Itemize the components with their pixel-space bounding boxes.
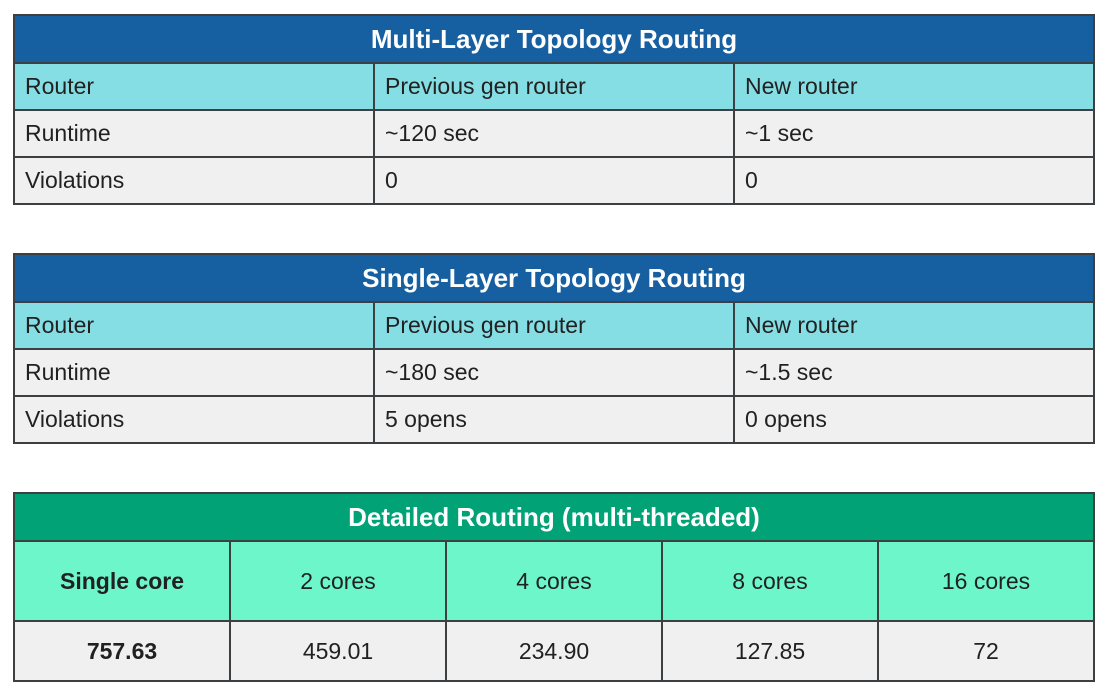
column-header-previous-gen: Previous gen router (373, 62, 735, 111)
table-title: Single-Layer Topology Routing (13, 253, 1095, 303)
column-header-8-cores: 8 cores (661, 540, 879, 622)
cell-single-core: 757.63 (13, 620, 231, 682)
column-header-4-cores: 4 cores (445, 540, 663, 622)
single-layer-topology-table: Single-Layer Topology Routing Router Pre… (13, 253, 1095, 444)
detailed-routing-table: Detailed Routing (multi-threaded) Single… (13, 492, 1095, 682)
cell-violations-new: 0 opens (733, 395, 1095, 444)
table-row-runtime: Runtime ~180 sec ~1.5 sec (13, 348, 1095, 397)
cell-16-cores: 72 (877, 620, 1095, 682)
column-header-16-cores: 16 cores (877, 540, 1095, 622)
column-header-new-router: New router (733, 301, 1095, 350)
table-row-violations: Violations 0 0 (13, 156, 1095, 205)
column-header-single-core: Single core (13, 540, 231, 622)
table-header-row: Router Previous gen router New router (13, 301, 1095, 350)
cell-runtime-new: ~1.5 sec (733, 348, 1095, 397)
column-header-previous-gen: Previous gen router (373, 301, 735, 350)
column-header-2-cores: 2 cores (229, 540, 447, 622)
row-label: Runtime (13, 109, 375, 158)
table-row-runtime: Runtime ~120 sec ~1 sec (13, 109, 1095, 158)
cell-runtime-previous: ~180 sec (373, 348, 735, 397)
column-header-router: Router (13, 62, 375, 111)
table-title: Detailed Routing (multi-threaded) (13, 492, 1095, 542)
column-header-router: Router (13, 301, 375, 350)
table-title-row: Single-Layer Topology Routing (13, 253, 1095, 303)
row-label: Violations (13, 156, 375, 205)
table-header-row: Single core 2 cores 4 cores 8 cores 16 c… (13, 540, 1095, 622)
row-label: Violations (13, 395, 375, 444)
row-label: Runtime (13, 348, 375, 397)
table-title-row: Detailed Routing (multi-threaded) (13, 492, 1095, 542)
table-title-row: Multi-Layer Topology Routing (13, 14, 1095, 64)
cell-violations-previous: 5 opens (373, 395, 735, 444)
multi-layer-topology-table: Multi-Layer Topology Routing Router Prev… (13, 14, 1095, 205)
cell-2-cores: 459.01 (229, 620, 447, 682)
column-header-new-router: New router (733, 62, 1095, 111)
table-row-runtimes: 757.63 459.01 234.90 127.85 72 (13, 620, 1095, 682)
cell-runtime-previous: ~120 sec (373, 109, 735, 158)
table-title: Multi-Layer Topology Routing (13, 14, 1095, 64)
table-header-row: Router Previous gen router New router (13, 62, 1095, 111)
cell-runtime-new: ~1 sec (733, 109, 1095, 158)
cell-violations-new: 0 (733, 156, 1095, 205)
cell-8-cores: 127.85 (661, 620, 879, 682)
cell-violations-previous: 0 (373, 156, 735, 205)
table-row-violations: Violations 5 opens 0 opens (13, 395, 1095, 444)
cell-4-cores: 234.90 (445, 620, 663, 682)
